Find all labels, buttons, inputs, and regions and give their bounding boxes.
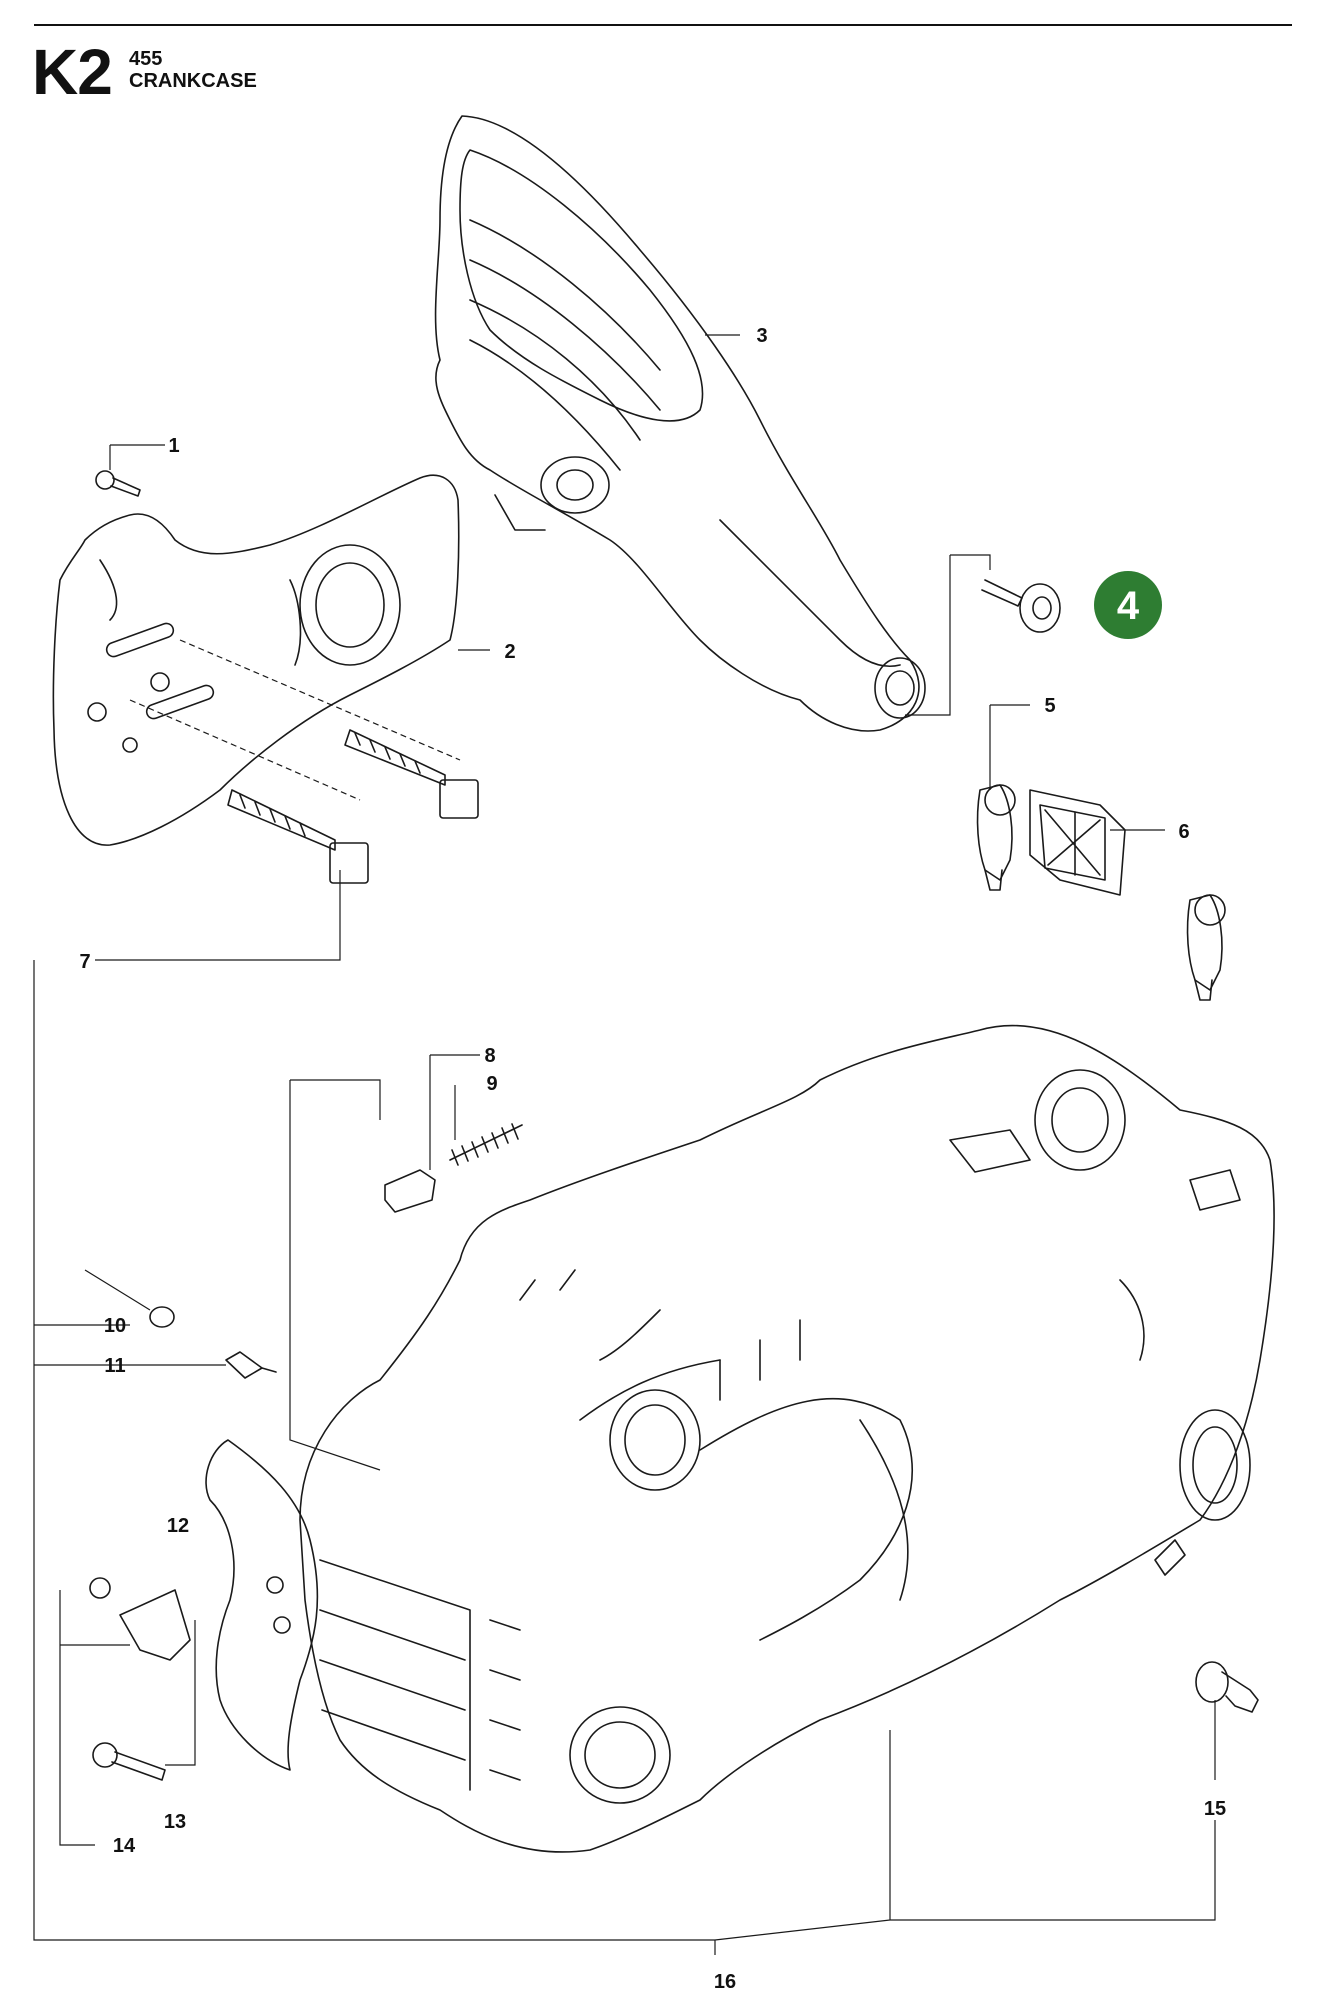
callout-15: 15 <box>1204 1798 1226 1820</box>
plug-part-10 <box>149 1306 175 1328</box>
screw-part-1 <box>95 470 141 497</box>
callout-14: 14 <box>113 1835 136 1857</box>
catcher-part-14 <box>89 1577 191 1661</box>
key-part-8 <box>384 1169 436 1213</box>
bar-stud-part <box>227 729 479 884</box>
gasket-part-12 <box>205 1439 319 1771</box>
model-number: 455 <box>129 48 163 70</box>
leader-line-14 <box>59 1590 130 1846</box>
rear-handle-part <box>434 115 926 732</box>
callout-1: 1 <box>168 435 179 457</box>
leader-line-5 <box>989 704 1030 790</box>
filter-mesh-part-6 <box>1029 789 1126 896</box>
top-rule <box>34 24 1292 26</box>
callout-6: 6 <box>1178 821 1189 843</box>
callout-11: 11 <box>104 1355 125 1377</box>
leader-line-dash <box>129 639 461 801</box>
callout-8: 8 <box>484 1045 495 1067</box>
page-code: K2 <box>32 36 113 108</box>
screw-part-13 <box>92 1742 166 1781</box>
callout-9: 9 <box>486 1073 497 1095</box>
callout-3: 3 <box>756 325 767 347</box>
callout-7: 7 <box>79 951 90 973</box>
callout-10: 10 <box>104 1315 126 1337</box>
callout-2: 2 <box>504 641 515 663</box>
leader-line-1 <box>109 444 165 470</box>
highlight-circle <box>1094 571 1162 639</box>
crankcase-part-16 <box>299 1024 1275 1853</box>
leader-line-crank <box>289 1079 381 1471</box>
highlighted-callout-4: 4 <box>1094 571 1162 639</box>
spring-part-9 <box>449 1123 523 1166</box>
callout-13: 13 <box>164 1811 186 1833</box>
valve-part-11 <box>225 1351 277 1379</box>
callout-5: 5 <box>1044 695 1055 717</box>
leader-line-8 <box>429 1054 480 1170</box>
buffer-part-5 <box>976 784 1226 1001</box>
screw-with-washer-part-4 <box>981 579 1061 633</box>
leader-line-16 <box>714 1730 1216 1955</box>
leader-line-13 <box>165 1620 196 1766</box>
callout-16: 16 <box>714 1971 736 1993</box>
leader-line-10 <box>34 1269 151 1326</box>
buffer-part-15 <box>1195 1661 1259 1713</box>
page-title: CRANKCASE <box>129 70 257 92</box>
bar-guide-plate-part <box>52 474 460 846</box>
callout-12: 12 <box>167 1515 189 1537</box>
leader-line-7 <box>33 870 715 1941</box>
leader-line-4 <box>905 554 991 716</box>
callout-4: 4 <box>1117 584 1140 628</box>
